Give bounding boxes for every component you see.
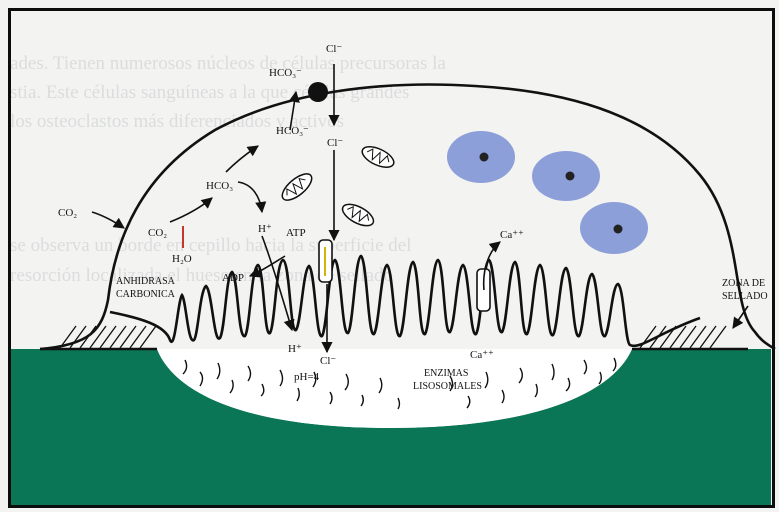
figure-frame [8, 8, 775, 508]
